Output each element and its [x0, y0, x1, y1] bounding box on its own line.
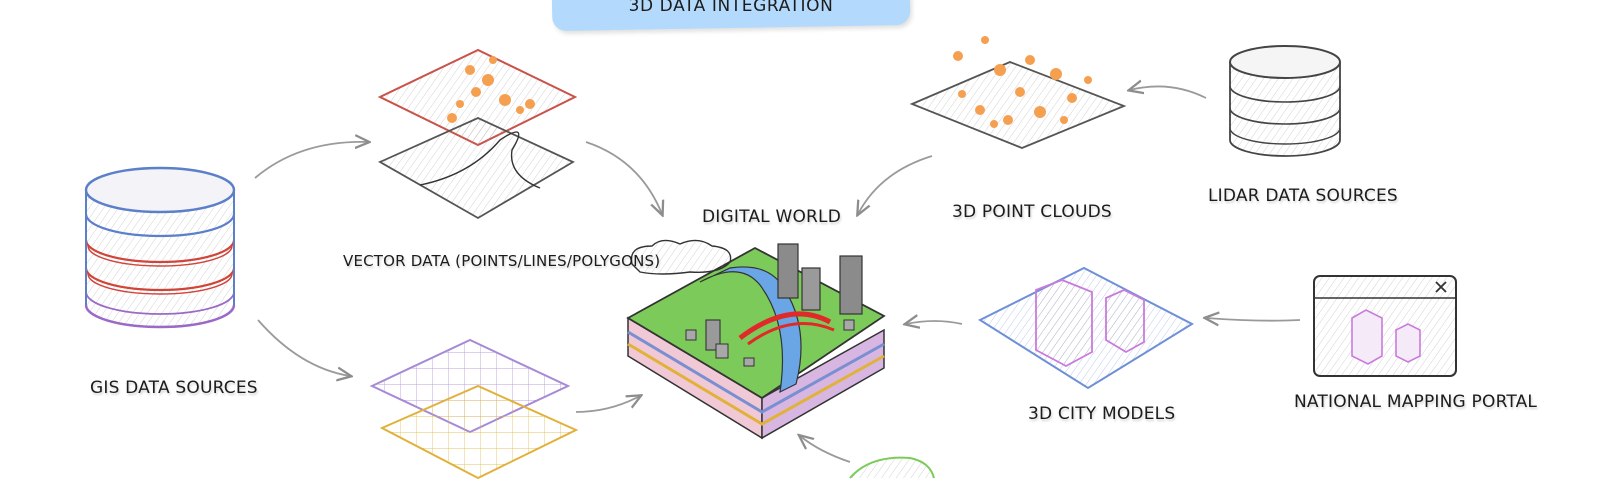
point-cloud-icon: [912, 36, 1124, 148]
label-gis-data-sources: GIS Data Sources: [90, 378, 258, 398]
label-lidar-data-sources: LiDAR Data Sources: [1208, 186, 1398, 206]
gis-database-icon: [86, 168, 234, 327]
city-models-icon: [980, 268, 1192, 388]
arrow-lidar-to-pointcloud: [1130, 86, 1206, 98]
arrow-grid-to-world: [576, 396, 640, 412]
arrow-gis-to-vector: [255, 142, 368, 178]
digital-world-terrain-icon: [628, 240, 884, 438]
arrow-vector-to-world: [586, 142, 662, 214]
label-city-models: 3D City Models: [1028, 404, 1175, 424]
mapping-portal-window-icon: [1314, 276, 1456, 376]
lidar-database-icon: [1230, 46, 1340, 156]
label-vector-data: Vector Data (Points/Lines/Polygons): [343, 252, 660, 270]
raster-grid-layers-icon: [372, 340, 576, 478]
arrow-pointcloud-to-world: [858, 156, 932, 214]
arrow-portal-to-city: [1206, 318, 1300, 321]
vector-layers-icon: [380, 50, 575, 218]
partial-green-source-icon: [850, 458, 934, 478]
arrow-city-to-world: [906, 321, 962, 324]
label-national-mapping-portal: National Mapping Portal: [1294, 392, 1537, 412]
arrow-gis-to-grid: [258, 320, 350, 376]
arrow-bottom-to-world: [800, 436, 850, 462]
label-point-clouds: 3D Point Clouds: [952, 202, 1112, 222]
label-digital-world: Digital World: [702, 207, 841, 227]
